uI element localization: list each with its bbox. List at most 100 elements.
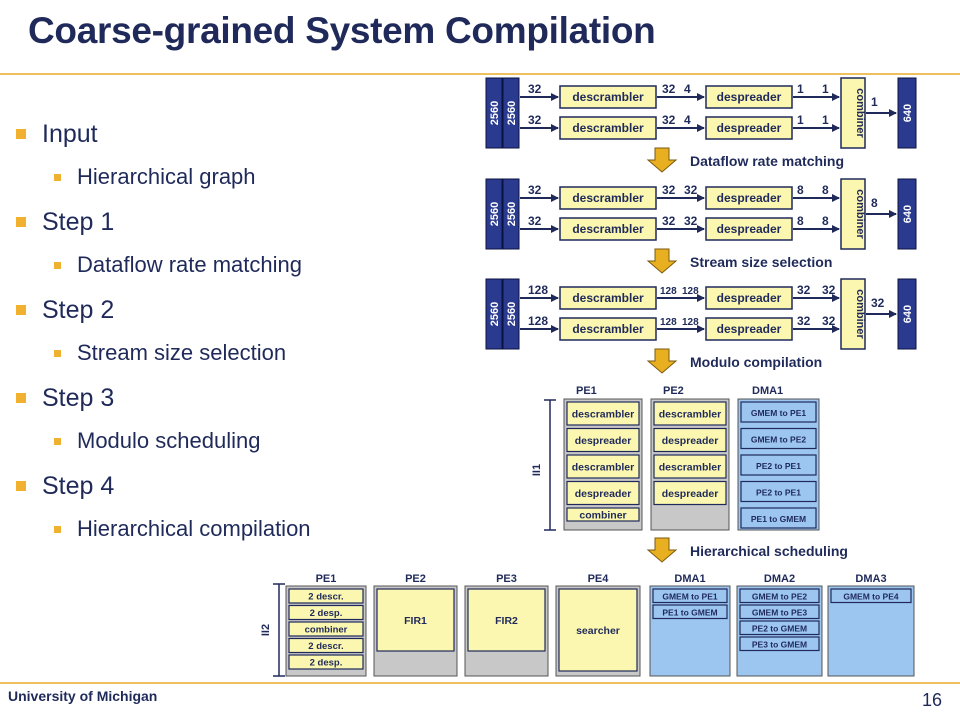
output-label: 640 [902, 104, 914, 122]
descrambler-label: descrambler [572, 322, 644, 336]
slot-label: GMEM to PE1 [751, 408, 807, 418]
rate-label: 128 [682, 317, 699, 328]
sub-bullet-step-4: Hierarchical compilation [16, 514, 376, 558]
rate-label: 128 [660, 317, 677, 328]
bullet-input: Input [16, 118, 376, 162]
combiner-block [840, 178, 866, 250]
sub-bullet-step-2: Stream size selection [16, 338, 376, 382]
schedule-slot [653, 480, 727, 506]
schedule-slot [566, 507, 640, 522]
descrambler-block [559, 317, 657, 341]
rate-label: 8 [822, 183, 829, 197]
rate-label: 8 [797, 214, 804, 228]
slot-label: despreader [575, 435, 632, 447]
rate-label: 32 [871, 296, 885, 310]
slot-label: despreader [575, 488, 632, 500]
rate-label: 32 [797, 314, 811, 328]
rate-label: 128 [528, 314, 548, 328]
schedule-slot [740, 454, 817, 476]
schedule-slot [740, 401, 817, 423]
step-label: Stream size selection [690, 254, 832, 270]
descrambler-label: descrambler [572, 191, 644, 205]
rate-label: 8 [797, 183, 804, 197]
bullet-step-1: Step 1 [16, 206, 376, 250]
rate-label: 1 [797, 113, 804, 127]
input-bar [485, 178, 503, 250]
slot-label: combiner [579, 510, 626, 522]
descrambler-block [559, 186, 657, 210]
column-header: PE3 [496, 573, 517, 585]
schedule-slot [467, 588, 546, 652]
input-label: 2560 [506, 101, 518, 125]
schedule-slot [376, 588, 455, 652]
interval-label: II1 [531, 464, 543, 476]
descrambler-block [559, 85, 657, 109]
sub-bullet-step-1: Dataflow rate matching [16, 250, 376, 294]
rate-label: 32 [662, 113, 676, 127]
column-header: PE2 [663, 385, 684, 397]
slot-label: GMEM to PE4 [843, 591, 899, 601]
footer-divider [0, 682, 960, 684]
schedule-slot [740, 427, 817, 450]
slot-label: descrambler [572, 409, 634, 421]
slot-label: despreader [662, 435, 719, 447]
slot-label: 2 descr. [308, 592, 343, 603]
step-arrow-4: Hierarchical scheduling [646, 537, 848, 563]
input-label: 2560 [506, 202, 518, 226]
schedule-slot [739, 636, 820, 652]
schedule-slot [566, 427, 640, 453]
descrambler-label: descrambler [572, 90, 644, 104]
input-label: 2560 [489, 302, 501, 326]
column-header: PE2 [405, 573, 426, 585]
rate-label: 4 [684, 82, 691, 96]
despreader-block [705, 85, 793, 109]
down-arrow-icon [646, 537, 678, 563]
slot-label: 2 desp. [310, 658, 343, 669]
schedule-slot [653, 454, 727, 479]
interval-label: II2 [260, 624, 272, 636]
schedule-slot [288, 654, 364, 670]
output-bar [897, 77, 917, 149]
slot-label: descrambler [659, 462, 721, 474]
page-number: 16 [922, 690, 943, 710]
rate-label: 128 [682, 286, 699, 297]
combiner-label: combiner [854, 88, 866, 138]
schedule-slot [288, 588, 364, 604]
step-arrow-2: Stream size selection [646, 248, 832, 274]
slot-label: FIR2 [495, 615, 518, 627]
rate-label: 32 [822, 283, 836, 297]
despreader-label: despreader [717, 322, 782, 336]
step-arrow-1: Dataflow rate matching [646, 147, 844, 173]
down-arrow-icon [646, 348, 678, 374]
descrambler-label: descrambler [572, 222, 644, 236]
rate-label: 32 [528, 82, 542, 96]
despreader-label: despreader [717, 191, 782, 205]
output-bar [897, 178, 917, 250]
schedule-column-pe1: PE1descramblerdespreaderdescramblerdespr… [563, 385, 643, 531]
despreader-block [705, 116, 793, 140]
rate-label: 32 [528, 113, 542, 127]
rate-label: 32 [662, 183, 676, 197]
slide-title: Coarse-grained System Compilation [28, 10, 656, 51]
rate-label: 32 [684, 214, 698, 228]
schedule-slot [739, 588, 820, 604]
input-label: 2560 [489, 202, 501, 226]
bullet-list: Input Hierarchical graph Step 1 Dataflow… [16, 118, 376, 558]
schedule-slot [740, 480, 817, 503]
column-header: DMA2 [764, 573, 795, 585]
step-arrow-3: Modulo compilation [646, 348, 822, 374]
schedule-column-pe2: PE2descramblerdespreaderdescramblerdespr… [650, 385, 730, 531]
slot-label: despreader [662, 488, 719, 500]
slot-label: GMEM to PE1 [662, 591, 718, 601]
input-bar [502, 178, 520, 250]
rate-label: 8 [822, 214, 829, 228]
despreader-block [705, 286, 793, 310]
rate-label: 1 [871, 95, 878, 109]
schedule-slot [558, 588, 638, 672]
bullet-step-4: Step 4 [16, 470, 376, 514]
